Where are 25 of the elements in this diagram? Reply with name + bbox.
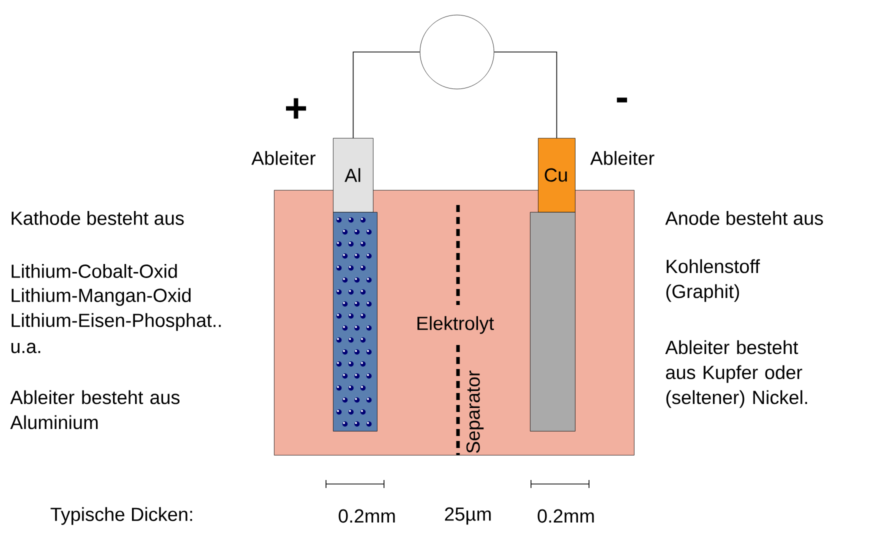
meter-circle (420, 14, 494, 90)
text-label: Ableiter besteht aus Aluminium (10, 390, 180, 430)
text-label: Kathode besteht aus (12, 211, 184, 225)
sign-label: - (616, 98, 628, 102)
text-label: Typische Dicken: (50, 507, 192, 525)
text-label: 0.2mm (338, 509, 395, 523)
text-label: Lithium-Eisen-Phosphat.. (12, 313, 221, 331)
wire (494, 52, 558, 138)
current-collector-tab: Al (333, 138, 374, 212)
text-label: Lithium-Cobalt-Oxid (12, 264, 177, 278)
text-label: u.a. (11, 342, 40, 354)
separator-label: Separator (466, 370, 484, 453)
current-collector-tab: Cu (538, 138, 576, 212)
text-label: 25µm (445, 507, 491, 525)
beside-label: Ableiter (590, 151, 654, 165)
wire (352, 52, 420, 138)
sign-label: + (286, 98, 306, 119)
electrode-bar (530, 212, 576, 432)
text-label: Kohlenstoff (Graphit) (666, 259, 760, 302)
text-label: 0.2mm (538, 509, 594, 523)
beside-label: Ableiter (251, 151, 316, 165)
text-label: Anode besteht aus (665, 211, 823, 225)
electrode-bar (333, 212, 378, 432)
text-label: Lithium-Mangan-Oxid (12, 288, 191, 306)
text-label: Ableiter besteht aus Kupfer oder (seltener) Nickel. (665, 340, 808, 408)
